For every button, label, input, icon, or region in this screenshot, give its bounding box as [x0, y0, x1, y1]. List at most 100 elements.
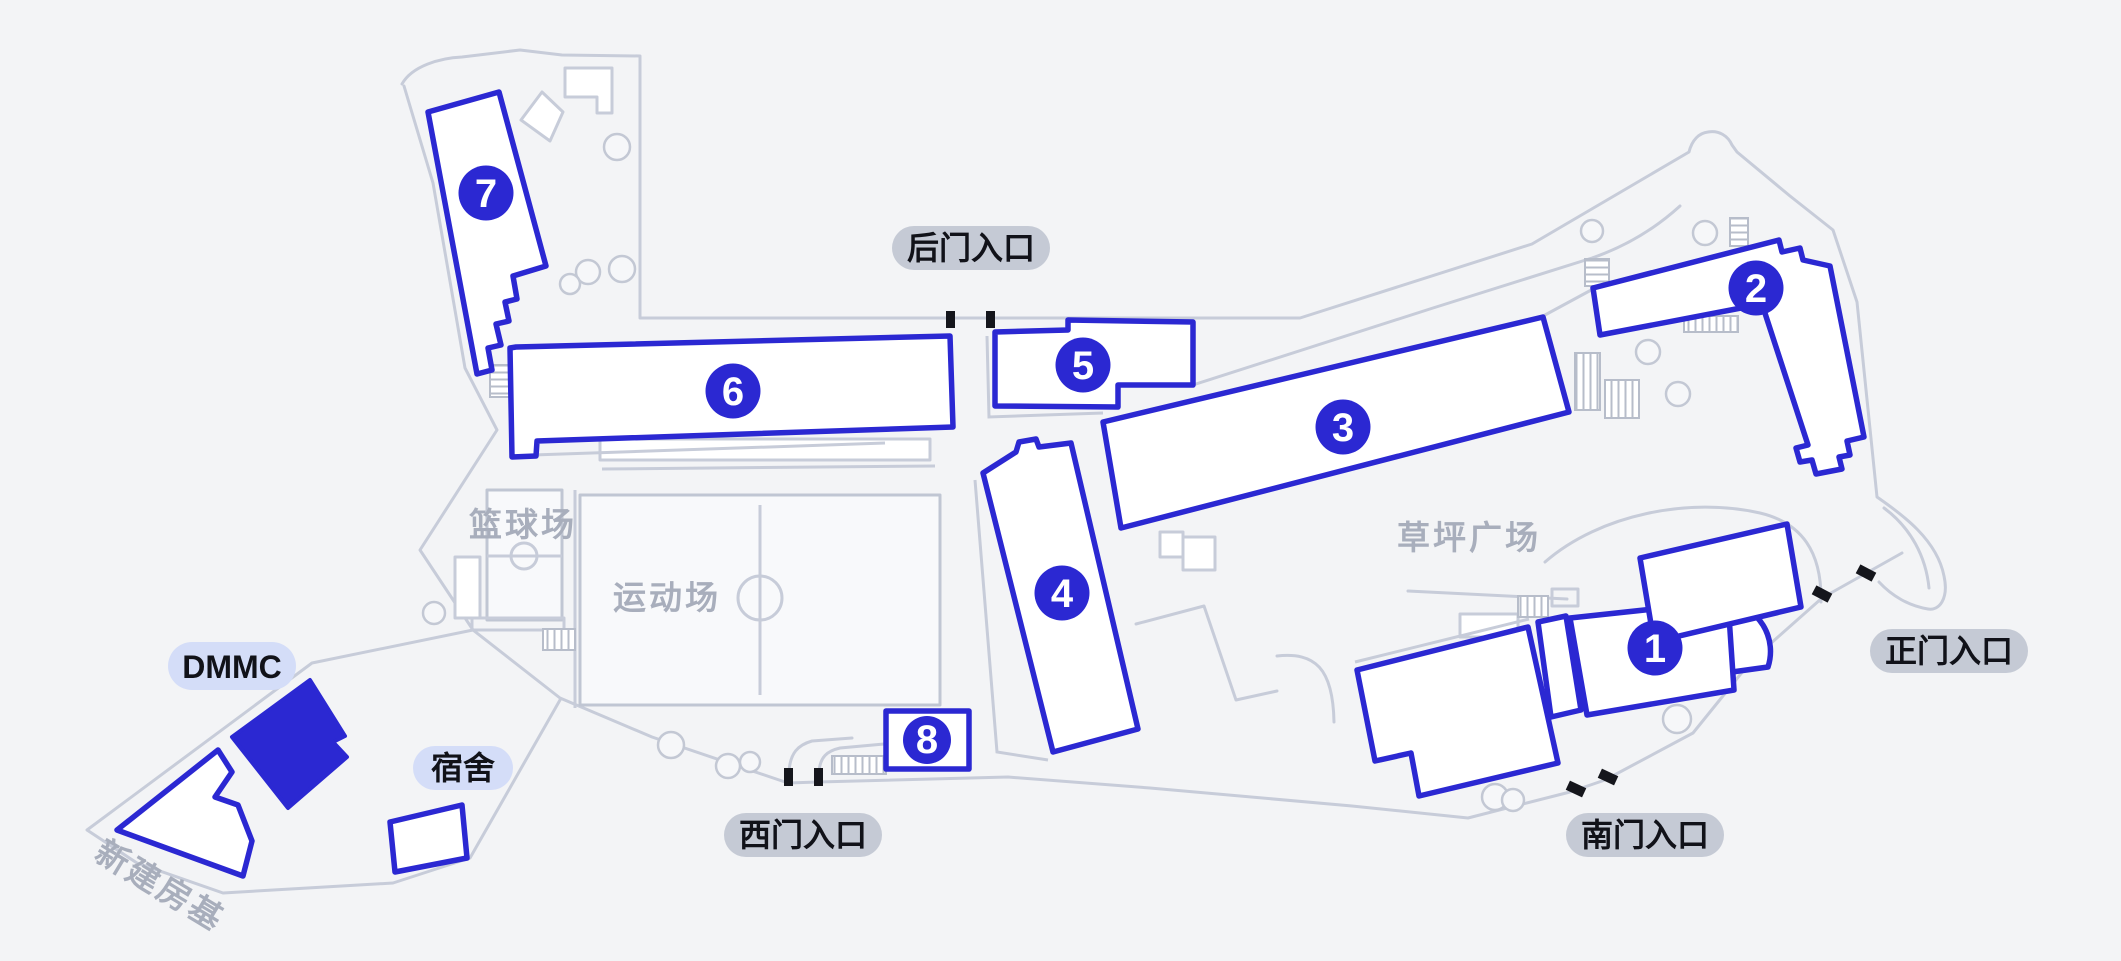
marker-number: 2 [1745, 267, 1767, 311]
marker-building-7[interactable]: 7 [458, 165, 514, 221]
tree-icon [714, 752, 742, 780]
west-gate-mark-icon [814, 768, 823, 786]
tree-icon [1634, 338, 1662, 366]
south-gate-mark-icon [1565, 780, 1587, 798]
south-entrance-pill: 南门入口 [1566, 813, 1724, 857]
building6-shadow [532, 441, 886, 457]
place-labels: DMMC 宿舍 [168, 642, 513, 790]
tree-icon [558, 272, 582, 296]
south-plaza-step [1550, 587, 1580, 608]
boundary-north [400, 48, 1947, 611]
stairs-building2-north [1729, 217, 1749, 247]
marker-number: 1 [1644, 627, 1666, 671]
road-northeast [1194, 204, 1682, 386]
south-gate-mark-icon [1597, 768, 1619, 786]
back-gate-mark-icon [986, 311, 995, 328]
court-side-building [453, 555, 482, 620]
boundary-main-gate-inner [1882, 506, 1931, 590]
boundary-south [402, 84, 1904, 820]
marker-circle [1728, 260, 1784, 316]
building-new-foundation[interactable] [114, 747, 255, 879]
back-entrance-pill: 后门入口 [892, 226, 1050, 270]
main-gate-mark-icon [1855, 564, 1877, 582]
building-2[interactable] [1590, 237, 1867, 477]
stairs-building3-east-1 [1574, 352, 1601, 411]
field-center-circle [736, 574, 784, 622]
stairs-basketball [542, 628, 576, 651]
building-1-corridor[interactable] [1535, 613, 1584, 720]
tree-icon [656, 730, 686, 760]
south-entrance-label: 南门入口 [1581, 817, 1709, 853]
main-gate-mark-icon [1811, 585, 1833, 603]
trees [421, 132, 1719, 813]
tree-icon [1661, 703, 1693, 735]
west-entrance-label: 西门入口 [739, 817, 867, 853]
tree-icon [574, 258, 602, 286]
building1-shadow [1354, 617, 1530, 664]
marker-number: 3 [1332, 406, 1354, 450]
stairs-building3-east-2 [1604, 379, 1640, 419]
marker-circle [1627, 620, 1683, 676]
building-dormitory[interactable] [387, 802, 470, 875]
gates [784, 311, 1877, 798]
dmmc-pill: DMMC [168, 642, 296, 690]
marker-building-3[interactable]: 3 [1315, 399, 1371, 455]
court-circle [509, 541, 539, 571]
main-entrance-label: 正门入口 [1885, 633, 2013, 669]
back-gate-mark-icon [946, 311, 955, 328]
walkway-lawn-2 [1275, 653, 1336, 724]
marker-circle [1055, 337, 1111, 393]
lawn-structure-2 [1181, 535, 1217, 572]
marker-building-1[interactable]: 1 [1627, 620, 1683, 676]
tree-icon [738, 750, 762, 774]
marker-building-6[interactable]: 6 [705, 363, 761, 419]
lawn-plaza-label: 草坪广场 [1397, 519, 1541, 556]
marker-building-5[interactable]: 5 [1055, 337, 1111, 393]
buildings [114, 89, 1867, 879]
marker-number: 6 [722, 370, 744, 414]
court-south-step [470, 616, 566, 632]
stairs-south-plaza [1517, 595, 1549, 618]
marker-number: 8 [916, 718, 938, 762]
dormitory-label: 宿舍 [431, 750, 495, 786]
building-1-west-wing[interactable] [1354, 624, 1561, 799]
tree-icon [1579, 218, 1605, 244]
entrance-labels: 后门入口 正门入口 西门入口 南门入口 [724, 226, 2028, 857]
building-1-north-wing[interactable] [1637, 521, 1804, 645]
road-west-gate-2 [817, 742, 886, 774]
small-building-northwest-tilted [519, 90, 565, 143]
tree-icon [602, 132, 632, 162]
roads [787, 204, 1823, 774]
marker-circle [1034, 565, 1090, 621]
building-7[interactable] [425, 89, 549, 377]
west-gate-mark-icon [784, 768, 793, 786]
sports-field-label: 运动场 [613, 579, 721, 616]
main-entrance-pill: 正门入口 [1870, 629, 2028, 673]
tree-icon [1691, 219, 1719, 247]
back-entrance-label: 后门入口 [907, 230, 1035, 266]
stands-line [601, 464, 936, 471]
west-entrance-pill: 西门入口 [724, 813, 882, 857]
minor-structures [421, 66, 1749, 813]
walkway-lawn-1 [1134, 604, 1279, 702]
building-dmmc[interactable] [230, 678, 349, 810]
dormitory-pill: 宿舍 [413, 746, 513, 790]
small-building-northwest [563, 66, 614, 115]
basketball-court-label: 篮球场 [469, 506, 577, 543]
stairs-west-gate [831, 755, 887, 775]
marker-number: 7 [475, 172, 497, 216]
marker-building-8[interactable]: 8 [903, 716, 951, 764]
marker-circle [1315, 399, 1371, 455]
marker-circle [903, 716, 951, 764]
marker-building-2[interactable]: 2 [1728, 260, 1784, 316]
road-around-building1 [1543, 505, 1823, 604]
building-markers: 1 2 3 4 5 6 7 8 [458, 165, 1784, 764]
road-west-gate-1 [787, 736, 854, 774]
marker-building-4[interactable]: 4 [1034, 565, 1090, 621]
stairs-northeast-path [1584, 258, 1610, 287]
tree-icon [1500, 787, 1526, 813]
marker-number: 5 [1072, 344, 1094, 388]
marker-circle [705, 363, 761, 419]
